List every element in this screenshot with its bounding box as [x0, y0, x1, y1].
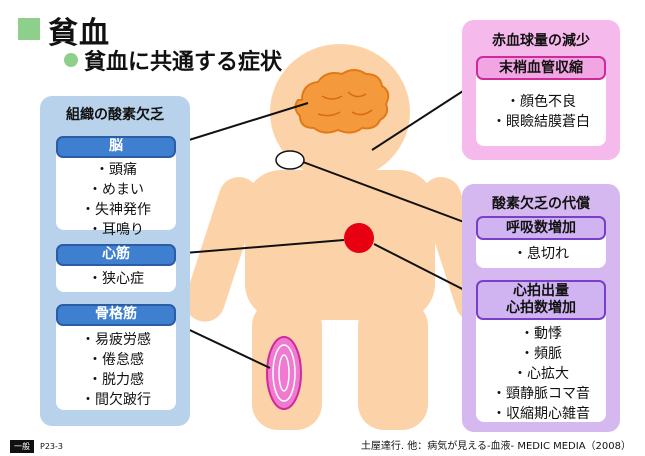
skeletal-muscle-label: 骨格筋: [56, 304, 176, 326]
symptom-item: ・倦怠感: [88, 352, 144, 368]
cardiac-output-card: 心拍出量 心拍数増加 ・動悸 ・頻脈 ・心拡大 ・頸静脈コマ音 ・収縮期心雑音: [476, 280, 606, 424]
footer-tag: 一般: [10, 440, 34, 453]
hypoxia-compensation-heading: 酸素欠乏の代償: [492, 196, 590, 212]
heart-rate-label-line: 心拍数増加: [506, 299, 576, 316]
footer-page-code: 一般 P23-3: [10, 440, 63, 453]
page-subtitle: 貧血に共通する症状: [84, 50, 283, 75]
footer-code: P23-3: [40, 442, 63, 451]
vasoconstriction-label: 末梢血管収縮: [476, 56, 606, 80]
symptom-item: ・収縮期心雑音: [492, 406, 590, 422]
brain-icon: [294, 69, 390, 134]
symptom-item: ・狭心症: [88, 271, 144, 287]
subtitle-bullet: [64, 53, 78, 67]
heart-icon: [344, 223, 374, 253]
page-title: 貧血: [48, 16, 110, 51]
symptom-item: ・耳鳴り: [88, 222, 144, 238]
vasoconstriction-card: 末梢血管収縮 ・顔色不良 ・眼瞼結膜蒼白: [476, 56, 606, 146]
symptom-item: ・頭痛: [95, 162, 137, 178]
respiratory-rate-label: 呼吸数増加: [476, 216, 606, 240]
symptom-item: ・めまい: [88, 182, 144, 198]
rbc-decrease-panel: 赤血球量の減少 末梢血管収縮 ・顔色不良 ・眼瞼結膜蒼白: [462, 20, 620, 160]
tissue-hypoxia-panel: 組織の酸素欠乏 脳 ・頭痛 ・めまい ・失神発作 ・耳鳴り 心筋 ・狭心症 骨格…: [40, 96, 190, 426]
brain-card: 脳 ・頭痛 ・めまい ・失神発作 ・耳鳴り: [56, 136, 176, 238]
myocardium-label: 心筋: [56, 244, 176, 266]
skeletal-muscle-symptom-list: ・易疲労感 ・倦怠感 ・脱力感 ・間欠跛行: [56, 330, 176, 410]
tissue-hypoxia-heading: 組織の酸素欠乏: [66, 107, 164, 123]
myocardium-card: 心筋 ・狭心症: [56, 244, 176, 292]
title-marker: [18, 18, 40, 40]
hypoxia-compensation-panel: 酸素欠乏の代償 呼吸数増加 ・息切れ 心拍出量 心拍数増加 ・動悸 ・頻脈 ・心…: [462, 184, 620, 432]
symptom-item: ・間欠跛行: [81, 392, 151, 408]
connector-heart-left: [159, 239, 345, 256]
symptom-item: ・頸静脈コマ音: [492, 386, 590, 402]
myocardium-symptom-list: ・狭心症: [56, 269, 176, 289]
respiratory-symptom-list: ・息切れ: [476, 244, 606, 264]
symptom-item: ・眼瞼結膜蒼白: [492, 114, 590, 130]
symptom-item: ・顔色不良: [506, 94, 576, 110]
eye-icon: [275, 150, 305, 170]
vasoconstriction-symptom-list: ・顔色不良 ・眼瞼結膜蒼白: [476, 92, 606, 132]
rbc-decrease-heading: 赤血球量の減少: [492, 33, 590, 49]
cardiac-output-label-line: 心拍出量: [513, 283, 569, 299]
symptom-item: ・息切れ: [513, 246, 569, 262]
skeletal-muscle-card: 骨格筋 ・易疲労感 ・倦怠感 ・脱力感 ・間欠跛行: [56, 304, 176, 410]
symptom-item: ・易疲労感: [81, 332, 151, 348]
symptom-item: ・脱力感: [88, 372, 144, 388]
symptom-item: ・心拡大: [513, 366, 569, 382]
brain-label: 脳: [56, 136, 176, 158]
symptom-item: ・失神発作: [81, 202, 151, 218]
symptom-item: ・動悸: [520, 326, 562, 342]
muscle-icon: [266, 336, 302, 410]
brain-symptom-list: ・頭痛 ・めまい ・失神発作 ・耳鳴り: [56, 160, 176, 240]
footer-credit: 土屋達行. 他：病気が見える-血液- MEDIC MEDIA（2008）: [360, 441, 631, 452]
connector-eye: [302, 161, 481, 229]
cardiac-output-label: 心拍出量 心拍数増加: [476, 280, 606, 320]
cardiac-symptom-list: ・動悸 ・頻脈 ・心拡大 ・頸静脈コマ音 ・収縮期心雑音: [476, 324, 606, 424]
symptom-item: ・頻脈: [520, 346, 562, 362]
respiratory-rate-card: 呼吸数増加 ・息切れ: [476, 216, 606, 268]
